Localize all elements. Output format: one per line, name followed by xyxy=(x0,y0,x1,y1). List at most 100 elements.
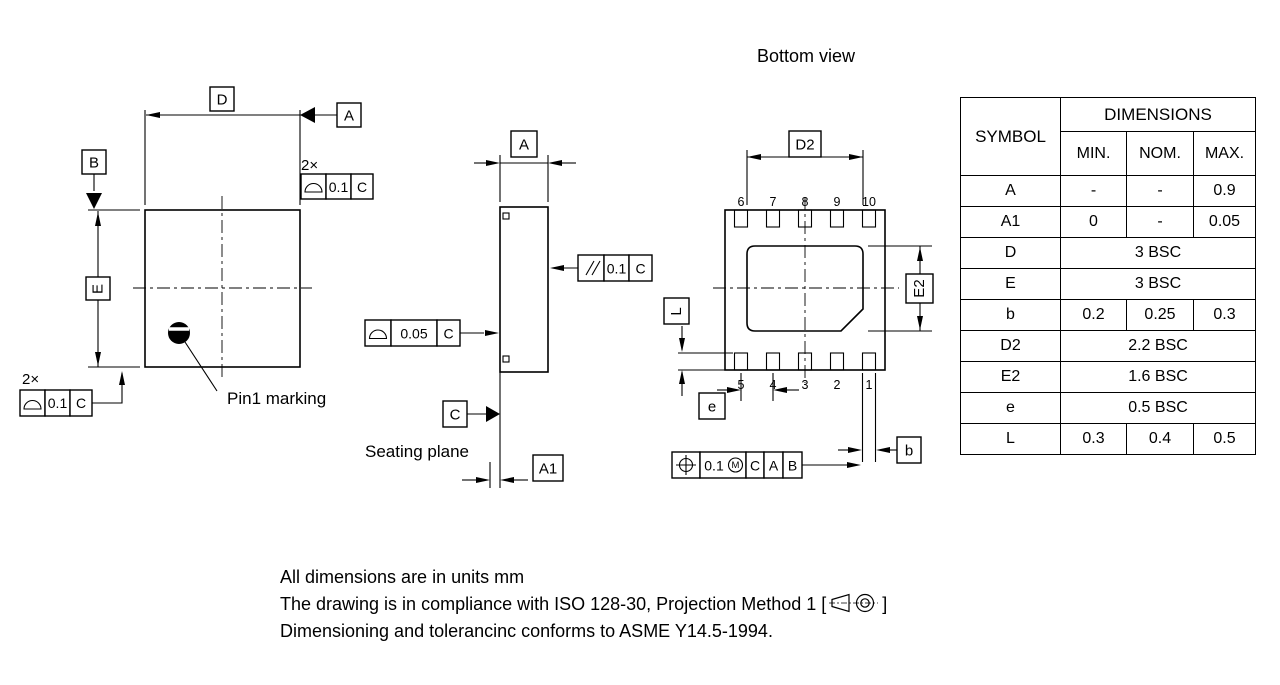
arrowhead xyxy=(486,160,500,166)
profile-callout-bottom: 2× 0.1 C xyxy=(19,371,125,417)
table-cell: - xyxy=(1126,206,1194,238)
datum-c-label: C xyxy=(450,407,461,424)
dim-l-label: L xyxy=(668,307,685,315)
dim-d: D A xyxy=(144,86,362,205)
mmc-symbol-icon: M xyxy=(727,457,744,473)
position-fcf: 0.1 M C A B xyxy=(671,451,861,479)
table-cell: 0.4 xyxy=(1126,423,1194,455)
note-line-3: Dimensioning and tolerancinc conforms to… xyxy=(280,621,773,641)
dim-e-label: e xyxy=(708,399,716,416)
dim-d2-label: D2 xyxy=(795,137,814,154)
notes-block: All dimensions are in units mm The drawi… xyxy=(280,564,887,645)
table-cell-symbol: E xyxy=(960,268,1061,300)
pin-number: 3 xyxy=(802,378,809,392)
seating-plane-label: Seating plane xyxy=(365,442,469,461)
datum-ref: C xyxy=(76,395,86,411)
side-view: A 0.1 C 0.05 C C xyxy=(364,130,653,488)
dim-a-label: A xyxy=(519,137,529,154)
tolerance-value: 0.1 xyxy=(704,458,724,474)
pin-number: 10 xyxy=(862,195,876,209)
table-header-symbol: SYMBOL xyxy=(960,97,1061,176)
arrowhead xyxy=(876,447,890,453)
table-cell: 2.2 BSC xyxy=(1060,330,1256,362)
table-cell: 3 BSC xyxy=(1060,237,1256,269)
dimensions-table: SYMBOL DIMENSIONS MIN. NOM. MAX. A - - 0… xyxy=(960,97,1256,455)
profile-fcf: 0.05 C xyxy=(364,319,499,347)
dim-d2: D2 xyxy=(746,130,864,205)
table-cell: 0.2 xyxy=(1060,299,1127,331)
datum-b: B xyxy=(81,149,107,209)
package-side-outline xyxy=(499,206,549,373)
arrowhead xyxy=(95,212,101,226)
datum-b-flag-triangle xyxy=(86,193,102,209)
arrowhead xyxy=(847,462,861,468)
top-view: D A B E Pin1 marking xyxy=(19,86,374,417)
pin-number: 2 xyxy=(834,378,841,392)
arrowhead xyxy=(679,338,685,352)
profile-symbol-icon xyxy=(23,400,42,410)
table-row: E 3 BSC xyxy=(960,268,1256,300)
table-cell-symbol: A xyxy=(960,175,1061,207)
dim-a: A xyxy=(474,130,576,202)
table-header-max: MAX. xyxy=(1193,131,1256,176)
pin-number: 1 xyxy=(866,378,873,392)
table-cell: 0.5 xyxy=(1193,423,1256,455)
table-cell: 1.6 BSC xyxy=(1060,361,1256,393)
datum-ref: A xyxy=(769,458,779,474)
table-row: D2 2.2 BSC xyxy=(960,330,1256,362)
profile-symbol-icon xyxy=(304,183,323,193)
terminal-mark-bottom xyxy=(502,355,510,363)
datum-ref: C xyxy=(357,179,367,195)
dim-b-label: b xyxy=(905,443,913,460)
mmc-letter: M xyxy=(732,460,740,471)
profile-symbol-icon xyxy=(368,329,388,340)
terminals-bottom xyxy=(733,352,877,371)
parallelism-symbol-icon xyxy=(585,260,601,276)
pin-numbers-top: 6 7 8 9 10 xyxy=(738,195,876,209)
dim-a1-label: A1 xyxy=(539,461,557,478)
table-cell: 0.25 xyxy=(1126,299,1194,331)
position-symbol-icon xyxy=(676,455,696,475)
count-label: 2× xyxy=(22,371,39,388)
table-row: b 0.2 0.25 0.3 xyxy=(960,299,1256,331)
tolerance-value: 0.1 xyxy=(329,179,349,195)
table-cell-symbol: b xyxy=(960,299,1061,331)
arrowhead xyxy=(747,154,761,160)
pin-number: 9 xyxy=(834,195,841,209)
table-row: A1 0 - 0.05 xyxy=(960,206,1256,238)
table-row: e 0.5 BSC xyxy=(960,392,1256,424)
dim-e2: E2 xyxy=(868,245,934,332)
table-row: D 3 BSC xyxy=(960,237,1256,269)
table-cell: 0 xyxy=(1060,206,1127,238)
table-header-min: MIN. xyxy=(1060,131,1127,176)
arrowhead xyxy=(146,112,160,118)
exposed-pad-outline xyxy=(746,245,864,332)
note-line-2-prefix: The drawing is in compliance with ISO 12… xyxy=(280,594,827,614)
dim-e-label: E xyxy=(90,284,107,294)
parallelism-fcf: 0.1 C xyxy=(550,254,653,282)
tolerance-value: 0.1 xyxy=(607,261,627,277)
arrowhead xyxy=(119,371,125,385)
datum-ref: B xyxy=(788,458,797,474)
arrowhead xyxy=(485,330,499,336)
profile-callout-top: 2× 0.1 C xyxy=(300,157,374,200)
datum-a-flag-triangle xyxy=(300,107,315,123)
table-header-dimensions: DIMENSIONS xyxy=(1060,97,1256,132)
arrowhead xyxy=(550,265,564,271)
table-cell: - xyxy=(1060,175,1127,207)
arrowhead xyxy=(848,447,862,453)
table-header-nom: NOM. xyxy=(1126,131,1194,176)
arrowhead xyxy=(727,387,741,393)
arrowhead xyxy=(917,316,923,330)
note-line-2-suffix: ] xyxy=(882,594,888,614)
tolerance-value: 0.1 xyxy=(48,395,68,411)
dim-pitch-e: e xyxy=(698,373,799,420)
table-cell-symbol: e xyxy=(960,392,1061,424)
pin-number: 6 xyxy=(738,195,745,209)
pin1-dot xyxy=(168,322,190,344)
dim-e2-label: E2 xyxy=(911,279,928,297)
arrowhead xyxy=(679,370,685,384)
datum-a-label: A xyxy=(344,108,354,125)
